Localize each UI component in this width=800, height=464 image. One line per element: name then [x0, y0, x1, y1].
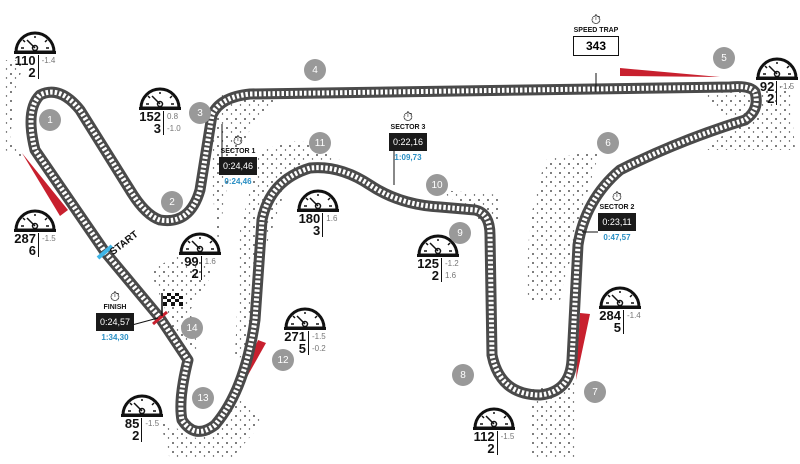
speed-trap-label: SPEED TRAP — [573, 27, 619, 34]
sector-label: SECTOR 3 — [390, 124, 426, 131]
turn-marker: 10 — [426, 174, 448, 196]
gear-value: 2 — [487, 441, 495, 456]
sector-label: SECTOR 2 — [599, 204, 635, 211]
gear-value: 5 — [298, 341, 306, 356]
stopwatch-icon: ⏱ — [232, 133, 244, 148]
sector-label: SECTOR 1 — [220, 148, 256, 155]
sector-2: ⏱SECTOR 2 0:23,11 0:47,57 — [595, 190, 639, 242]
turn-marker: 4 — [304, 59, 326, 81]
finish-sector: ⏱FINISH 0:24,57 1:34,30 — [93, 290, 137, 342]
speed-value: 99 — [184, 254, 199, 269]
gear-value: 3 — [313, 223, 321, 238]
turn-marker: 9 — [449, 222, 471, 244]
gear-value: 2 — [132, 428, 140, 443]
speed-value: 152 — [139, 109, 161, 124]
speedometer-icon — [120, 391, 164, 417]
g-force-value: -1.5 — [780, 82, 795, 91]
speedometer-icon — [296, 186, 340, 212]
cumulative-time: 0:47,57 — [603, 233, 631, 242]
g-force-value: -1.4 — [626, 311, 641, 320]
g-force-value: -1.5 — [500, 432, 515, 441]
g-force-value: -1.5 — [145, 419, 160, 428]
cumulative-time: 0:24,46 — [224, 177, 252, 186]
g-force-value: 0.8 — [166, 112, 179, 121]
turn-marker: 1 — [39, 109, 61, 131]
speed-trap: ⏱SPEED TRAP 343 — [570, 13, 622, 56]
turn-marker: 2 — [161, 191, 183, 213]
sector-label: FINISH — [103, 304, 127, 311]
cumulative-time: 1:09,73 — [394, 153, 422, 162]
sector-time: 0:24,57 — [96, 313, 134, 331]
stopwatch-icon: ⏱ — [590, 12, 602, 27]
gear-value: 6 — [28, 243, 36, 258]
speed-value: 125 — [417, 256, 439, 271]
turn-marker: 5 — [713, 47, 735, 69]
speed-value: 287 — [14, 231, 36, 246]
speed-value: 271 — [284, 329, 306, 344]
speed-value: 85 — [124, 416, 140, 431]
speedometer-icon — [13, 28, 57, 54]
checkered-flag-icon — [161, 293, 183, 316]
sector-1: ⏱SECTOR 1 0:24,46 0:24,46 — [216, 134, 260, 186]
turn-marker: 14 — [181, 317, 203, 339]
speedometer-icon — [472, 404, 516, 430]
g-force-value: -0.2 — [311, 344, 326, 353]
stopwatch-icon: ⏱ — [109, 289, 121, 304]
speed-value: 180 — [298, 211, 321, 226]
gear-value: 2 — [28, 65, 36, 80]
turn-marker: 6 — [597, 132, 619, 154]
speed-value: 110 — [14, 53, 36, 68]
turn-marker: 8 — [452, 364, 474, 386]
sector-time: 0:22,16 — [389, 133, 427, 151]
turn-marker: 13 — [192, 387, 214, 409]
g-force-value: -1.4 — [41, 56, 56, 65]
g-force-value: -1.0 — [166, 124, 181, 133]
speed-value: 284 — [599, 308, 621, 323]
speedometer-icon — [178, 229, 222, 255]
gear-value: 5 — [613, 320, 621, 335]
stopwatch-icon: ⏱ — [402, 109, 414, 124]
g-force-value: 1.6 — [444, 271, 457, 280]
g-force-value: -1.5 — [41, 234, 56, 243]
sector-time: 0:24,46 — [219, 157, 257, 175]
turn-marker: 3 — [189, 102, 211, 124]
start-line — [96, 244, 114, 260]
speedometer-icon — [598, 283, 642, 309]
g-force-value: -1.2 — [444, 259, 459, 268]
gear-value: 2 — [431, 268, 439, 283]
stopwatch-icon: ⏱ — [611, 189, 623, 204]
finish-line — [152, 310, 168, 326]
turn-marker: 7 — [584, 381, 606, 403]
speedometer-icon — [13, 206, 57, 232]
sector-time: 0:23,11 — [598, 213, 636, 231]
gear-value: 2 — [191, 266, 199, 281]
g-force-value: 1.6 — [326, 214, 338, 223]
speed-trap-value: 343 — [573, 36, 619, 56]
speedometer-icon — [755, 54, 799, 80]
speedometer-icon — [138, 84, 182, 110]
speed-value: 92 — [759, 79, 775, 94]
g-force-value: -1.5 — [311, 332, 326, 341]
gear-value: 2 — [767, 91, 775, 106]
cumulative-time: 1:34,30 — [101, 333, 129, 342]
gear-value: 3 — [153, 121, 161, 136]
speedometer-icon — [283, 304, 327, 330]
sector-3: ⏱SECTOR 3 0:22,16 1:09,73 — [386, 110, 430, 162]
speed-value: 112 — [473, 429, 495, 444]
turn-marker: 11 — [309, 132, 331, 154]
turn-marker: 12 — [272, 349, 294, 371]
g-force-value: 1.6 — [204, 257, 216, 266]
